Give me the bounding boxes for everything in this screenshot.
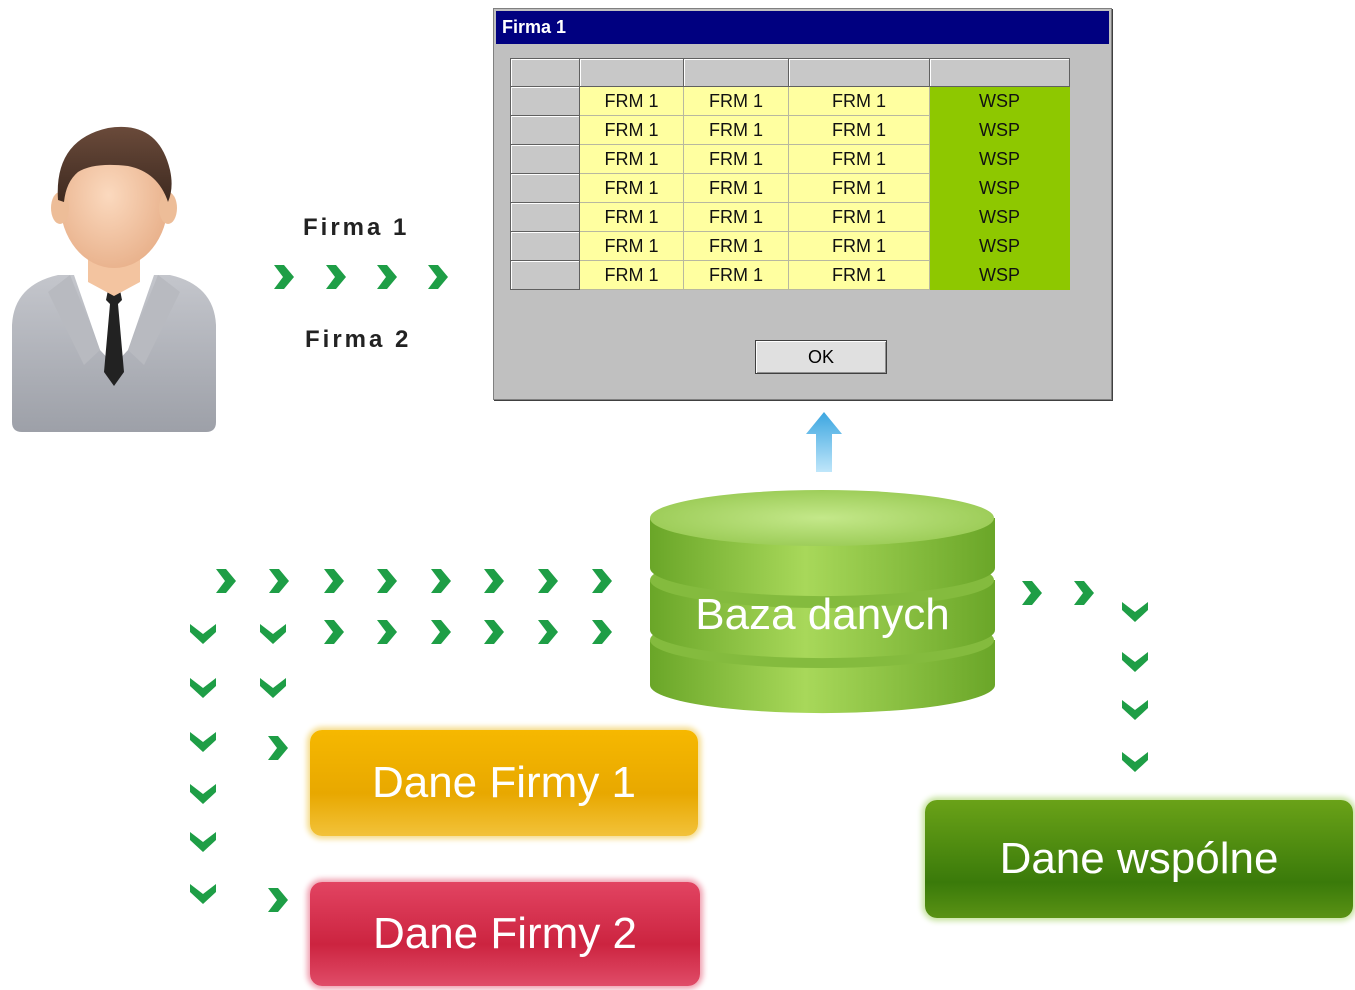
table-cell[interactable]: FRM 1 xyxy=(579,173,684,203)
table-cell[interactable]: FRM 1 xyxy=(683,144,789,174)
table-cell[interactable]: FRM 1 xyxy=(788,86,930,116)
chevron-right-icon xyxy=(425,566,455,596)
chevron-down-icon xyxy=(188,672,218,702)
table-cell[interactable]: WSP xyxy=(929,144,1070,174)
chevron-right-icon xyxy=(586,617,616,647)
chevron-right-icon xyxy=(210,566,240,596)
table-row[interactable]: FRM 1 FRM 1 FRM 1 WSP xyxy=(510,260,1070,290)
firma2-label: Firma 2 xyxy=(305,326,412,353)
chevron-right-icon xyxy=(371,566,401,596)
table-row[interactable]: FRM 1 FRM 1 FRM 1 WSP xyxy=(510,144,1070,174)
table-cell[interactable]: FRM 1 xyxy=(788,173,930,203)
column-header[interactable] xyxy=(510,58,580,87)
table-cell[interactable]: FRM 1 xyxy=(788,115,930,145)
chevron-right-icon xyxy=(320,262,350,292)
row-header[interactable] xyxy=(510,260,580,290)
chevron-right-icon xyxy=(586,566,616,596)
chevron-right-icon xyxy=(1068,578,1098,608)
chevron-down-icon xyxy=(1120,646,1150,676)
database-label: Baza danych xyxy=(695,590,950,639)
chevron-down-icon xyxy=(1120,596,1150,626)
chevron-down-icon xyxy=(188,778,218,808)
column-header[interactable] xyxy=(929,58,1070,87)
chevron-right-icon xyxy=(318,617,348,647)
dane-wspolne-box: Dane wspólne xyxy=(925,800,1353,918)
row-header[interactable] xyxy=(510,231,580,261)
dane-firmy-1-box: Dane Firmy 1 xyxy=(310,730,698,836)
table-row[interactable]: FRM 1 FRM 1 FRM 1 WSP xyxy=(510,173,1070,203)
table-cell[interactable]: FRM 1 xyxy=(579,260,684,290)
chevron-down-icon xyxy=(1120,694,1150,724)
table-cell[interactable]: FRM 1 xyxy=(579,144,684,174)
row-header[interactable] xyxy=(510,144,580,174)
table-cell[interactable]: FRM 1 xyxy=(579,86,684,116)
firma-window: Firma 1 FRM 1 FRM 1 FRM 1 WSP FRM 1 xyxy=(493,8,1112,400)
chevron-right-icon xyxy=(532,566,562,596)
column-header[interactable] xyxy=(788,58,930,87)
database-icon xyxy=(650,490,995,714)
table-cell[interactable]: WSP xyxy=(929,202,1070,232)
table-cell[interactable]: FRM 1 xyxy=(683,115,789,145)
chevron-right-icon xyxy=(425,617,455,647)
table-cell[interactable]: WSP xyxy=(929,86,1070,116)
ok-button[interactable]: OK xyxy=(755,340,887,374)
chevron-down-icon xyxy=(188,826,218,856)
column-header[interactable] xyxy=(579,58,684,87)
table-cell[interactable]: FRM 1 xyxy=(788,260,930,290)
data-grid: FRM 1 FRM 1 FRM 1 WSP FRM 1 FRM 1 FRM 1 … xyxy=(510,58,1070,290)
column-header[interactable] xyxy=(683,58,789,87)
table-cell[interactable]: WSP xyxy=(929,231,1070,261)
chevron-down-icon xyxy=(258,618,288,648)
chevron-right-icon xyxy=(262,885,292,915)
table-cell[interactable]: FRM 1 xyxy=(683,260,789,290)
table-cell[interactable]: FRM 1 xyxy=(788,231,930,261)
row-header[interactable] xyxy=(510,86,580,116)
table-row[interactable]: FRM 1 FRM 1 FRM 1 WSP xyxy=(510,86,1070,116)
chevron-right-icon xyxy=(263,566,293,596)
row-header[interactable] xyxy=(510,202,580,232)
chevron-right-icon xyxy=(371,262,401,292)
table-cell[interactable]: FRM 1 xyxy=(683,86,789,116)
table-cell[interactable]: FRM 1 xyxy=(579,115,684,145)
chevron-right-icon xyxy=(478,617,508,647)
table-cell[interactable]: FRM 1 xyxy=(579,202,684,232)
chevron-down-icon xyxy=(1120,746,1150,776)
dane-firmy-2-box: Dane Firmy 2 xyxy=(310,882,700,986)
chevron-right-icon xyxy=(262,733,292,763)
table-cell[interactable]: WSP xyxy=(929,115,1070,145)
table-cell[interactable]: FRM 1 xyxy=(579,231,684,261)
chevron-down-icon xyxy=(188,726,218,756)
chevron-right-icon xyxy=(422,262,452,292)
table-cell[interactable]: FRM 1 xyxy=(683,173,789,203)
chevron-right-icon xyxy=(1016,578,1046,608)
arrow-up-icon xyxy=(806,412,842,472)
row-header[interactable] xyxy=(510,173,580,203)
chevron-down-icon xyxy=(188,618,218,648)
chevron-right-icon xyxy=(532,617,562,647)
user-avatar-icon xyxy=(12,126,216,432)
chevron-right-icon xyxy=(318,566,348,596)
firma1-label: Firma 1 xyxy=(303,214,410,241)
chevron-right-icon xyxy=(478,566,508,596)
table-cell[interactable]: FRM 1 xyxy=(788,144,930,174)
chevron-down-icon xyxy=(188,878,218,908)
chevron-down-icon xyxy=(258,672,288,702)
table-cell[interactable]: FRM 1 xyxy=(683,202,789,232)
window-title: Firma 1 xyxy=(496,11,1109,44)
table-cell[interactable]: WSP xyxy=(929,260,1070,290)
chevron-right-icon xyxy=(268,262,298,292)
chevron-right-icon xyxy=(371,617,401,647)
table-cell[interactable]: WSP xyxy=(929,173,1070,203)
table-row[interactable]: FRM 1 FRM 1 FRM 1 WSP xyxy=(510,115,1070,145)
table-row[interactable]: FRM 1 FRM 1 FRM 1 WSP xyxy=(510,202,1070,232)
table-row[interactable]: FRM 1 FRM 1 FRM 1 WSP xyxy=(510,231,1070,261)
row-header[interactable] xyxy=(510,115,580,145)
table-cell[interactable]: FRM 1 xyxy=(788,202,930,232)
table-cell[interactable]: FRM 1 xyxy=(683,231,789,261)
